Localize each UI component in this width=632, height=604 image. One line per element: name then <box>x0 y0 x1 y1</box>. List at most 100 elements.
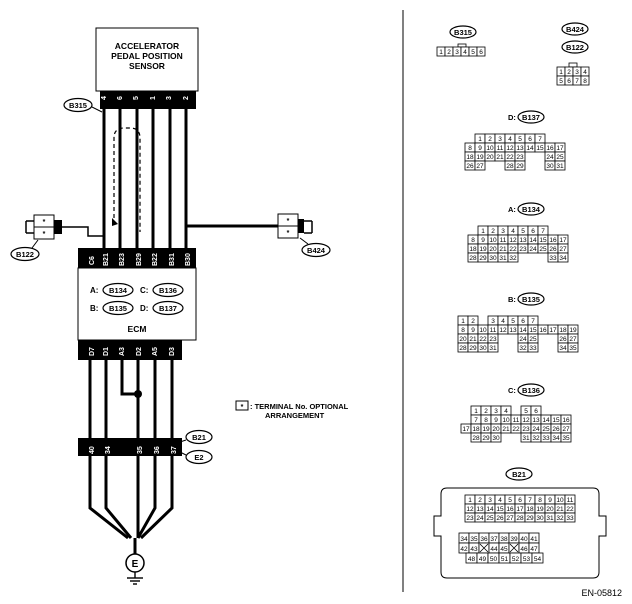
svg-text:B:: B: <box>508 295 516 304</box>
terminal-number: 7 <box>541 228 545 235</box>
terminal-number: 27 <box>559 246 567 253</box>
terminal-cell <box>564 512 576 523</box>
terminal-number: 21 <box>499 246 507 253</box>
ecm-pin: A3 <box>119 347 126 356</box>
terminal-number: 31 <box>546 515 554 522</box>
terminal-number: 30 <box>536 515 544 522</box>
terminal-number: 3 <box>494 408 498 415</box>
wire-to-b122 <box>62 226 104 237</box>
terminal-number: 53 <box>523 556 531 563</box>
terminal-number: 21 <box>469 336 477 343</box>
figure-id: EN-05812 <box>581 588 622 598</box>
terminal-number: 7 <box>531 318 535 325</box>
sensor-label-line2: PEDAL POSITION <box>111 51 183 61</box>
terminal-number: 45 <box>500 546 508 553</box>
terminal-number: 29 <box>479 255 487 262</box>
ecm-conn-prefix: B: <box>90 304 98 313</box>
terminal-number: 13 <box>516 145 524 152</box>
terminal-number: 3 <box>488 497 492 504</box>
star-mark: * <box>43 219 46 226</box>
ecm-bottom-connector-strip <box>78 340 182 360</box>
terminal-number: 30 <box>546 163 554 170</box>
terminal-number: 16 <box>546 145 554 152</box>
terminal-number: 19 <box>482 426 490 433</box>
terminal-number: 10 <box>489 237 497 244</box>
terminal-number: 7 <box>575 78 579 85</box>
sensor-pins: 4 6 5 1 3 2 <box>101 96 190 100</box>
terminal-number: 19 <box>569 327 577 334</box>
terminal-number: 17 <box>462 426 470 433</box>
terminal-number: 24 <box>532 426 540 433</box>
terminal-number: 4 <box>498 497 502 504</box>
svg-text:B315: B315 <box>454 28 472 37</box>
terminal-number: 26 <box>466 163 474 170</box>
svg-text:B424: B424 <box>307 246 326 255</box>
terminal-number: 32 <box>556 515 564 522</box>
terminal-number: 13 <box>519 237 527 244</box>
svg-text:B134: B134 <box>522 205 541 214</box>
terminal-number: 51 <box>501 556 509 563</box>
terminal-number: 1 <box>439 49 443 56</box>
sensor-to-ecm-wires <box>102 109 188 248</box>
terminal-number: 54 <box>534 556 542 563</box>
terminal-number: 43 <box>470 546 478 553</box>
svg-text:B122: B122 <box>566 43 584 52</box>
joint-pin: 36 <box>154 446 161 454</box>
terminal-number: 12 <box>499 327 507 334</box>
terminal-number: 15 <box>496 506 504 513</box>
terminal-cell <box>527 342 539 353</box>
ecm-conn-id: B137 <box>159 304 177 313</box>
terminal-number: 6 <box>534 408 538 415</box>
terminal-number: 15 <box>536 145 544 152</box>
sensor-pin: 4 <box>101 96 108 100</box>
terminal-cell <box>580 75 590 86</box>
terminal-number: 27 <box>562 426 570 433</box>
terminal-number: 5 <box>511 318 515 325</box>
ecm-top-connector-strip <box>78 248 196 268</box>
star-mark: * <box>287 230 290 237</box>
terminal-number: 24 <box>476 515 484 522</box>
terminal-number: 20 <box>459 336 467 343</box>
legend-line1: : TERMINAL No. OPTIONAL <box>250 402 349 411</box>
joint-connector-strip <box>78 438 182 456</box>
terminal-number: 22 <box>506 154 514 161</box>
terminal-number: 15 <box>552 417 560 424</box>
shield-dashed-loop <box>113 127 141 232</box>
svg-text:C:: C: <box>508 386 516 395</box>
terminal-number: 4 <box>583 69 587 76</box>
callout-e2: E2 <box>179 449 213 465</box>
shield-arrow <box>112 218 118 226</box>
terminal-number: 22 <box>566 506 574 513</box>
terminal-number: 31 <box>499 255 507 262</box>
svg-text:B136: B136 <box>522 386 540 395</box>
terminal-cell <box>557 252 569 263</box>
terminal-number: 31 <box>522 435 530 442</box>
terminal-number: 9 <box>481 237 485 244</box>
terminal-number: 50 <box>490 556 498 563</box>
ecm-pin: D3 <box>169 347 176 356</box>
ecm-pin: C6 <box>89 256 96 265</box>
terminal-number: 5 <box>518 136 522 143</box>
terminal-number: 26 <box>549 246 557 253</box>
svg-text:A:: A: <box>508 205 516 214</box>
ecm-conn-prefix: D: <box>140 304 148 313</box>
terminal-number: 4 <box>511 228 515 235</box>
terminal-number: 19 <box>479 246 487 253</box>
terminal-number: 12 <box>522 417 530 424</box>
ecm-pin: B23 <box>119 253 126 266</box>
terminal-number: 24 <box>529 246 537 253</box>
sensor-pin: 5 <box>133 96 140 100</box>
terminal-number: 8 <box>471 237 475 244</box>
terminal-number: 23 <box>466 515 474 522</box>
terminal-number: 15 <box>539 237 547 244</box>
svg-text:B315: B315 <box>69 101 87 110</box>
terminal-number: 4 <box>508 136 512 143</box>
legend-line2: ARRANGEMENT <box>265 411 325 420</box>
terminal-number: 22 <box>479 336 487 343</box>
terminal-number: 35 <box>562 435 570 442</box>
terminal-cell <box>514 160 526 171</box>
terminal-number: 8 <box>468 145 472 152</box>
terminal-number: 10 <box>486 145 494 152</box>
terminal-number: 28 <box>516 515 524 522</box>
